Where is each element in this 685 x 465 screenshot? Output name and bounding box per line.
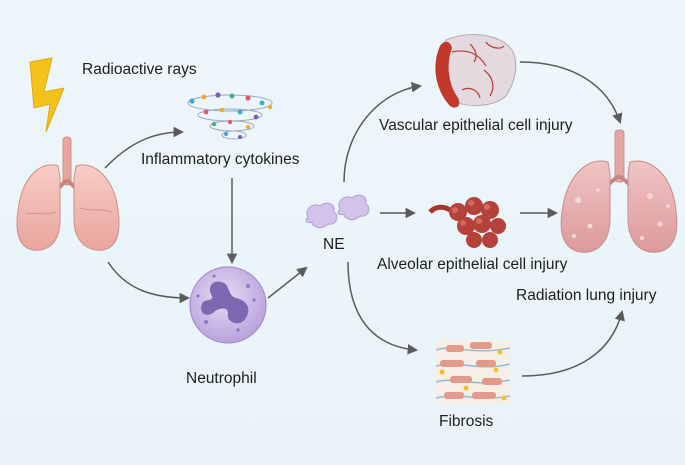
neutrophil-label: Neutrophil	[186, 370, 257, 387]
ne-enzyme-icon	[305, 194, 370, 229]
cytokines-icon	[187, 92, 273, 140]
lightning-icon	[29, 57, 65, 133]
arrow-ne-to-fibrosis	[347, 261, 419, 355]
radioactive-rays-label: Radioactive rays	[82, 61, 197, 78]
arrow-fibrosis-to-lungs	[521, 309, 625, 377]
arrow-lungs-to-cytokines	[104, 126, 185, 169]
neutrophil-icon	[189, 266, 267, 344]
fibrosis-tissue-icon	[435, 340, 511, 404]
vascular-tissue-icon	[435, 34, 517, 108]
arrow-ne-to-vascular	[343, 81, 423, 183]
alveoli-icon	[428, 197, 506, 248]
inflammatory-cytokines-label: Inflammatory cytokines	[141, 151, 300, 168]
arrow-lungs-to-neutrophil	[107, 261, 191, 304]
injured-lungs-icon	[560, 129, 678, 253]
fibrosis-label: Fibrosis	[439, 413, 494, 430]
radiation-lung-injury-label: Radiation lung injury	[516, 287, 657, 304]
healthy-lungs-icon	[16, 136, 120, 251]
arrow-neutrophil-to-ne	[267, 266, 308, 299]
ne-label: NE	[323, 236, 345, 253]
vascular-injury-label: Vascular epithelial cell injury	[379, 117, 573, 134]
arrow-vascular-to-lungs	[519, 61, 623, 124]
alveolar-injury-label: Alveolar epithelial cell injury	[377, 256, 568, 273]
